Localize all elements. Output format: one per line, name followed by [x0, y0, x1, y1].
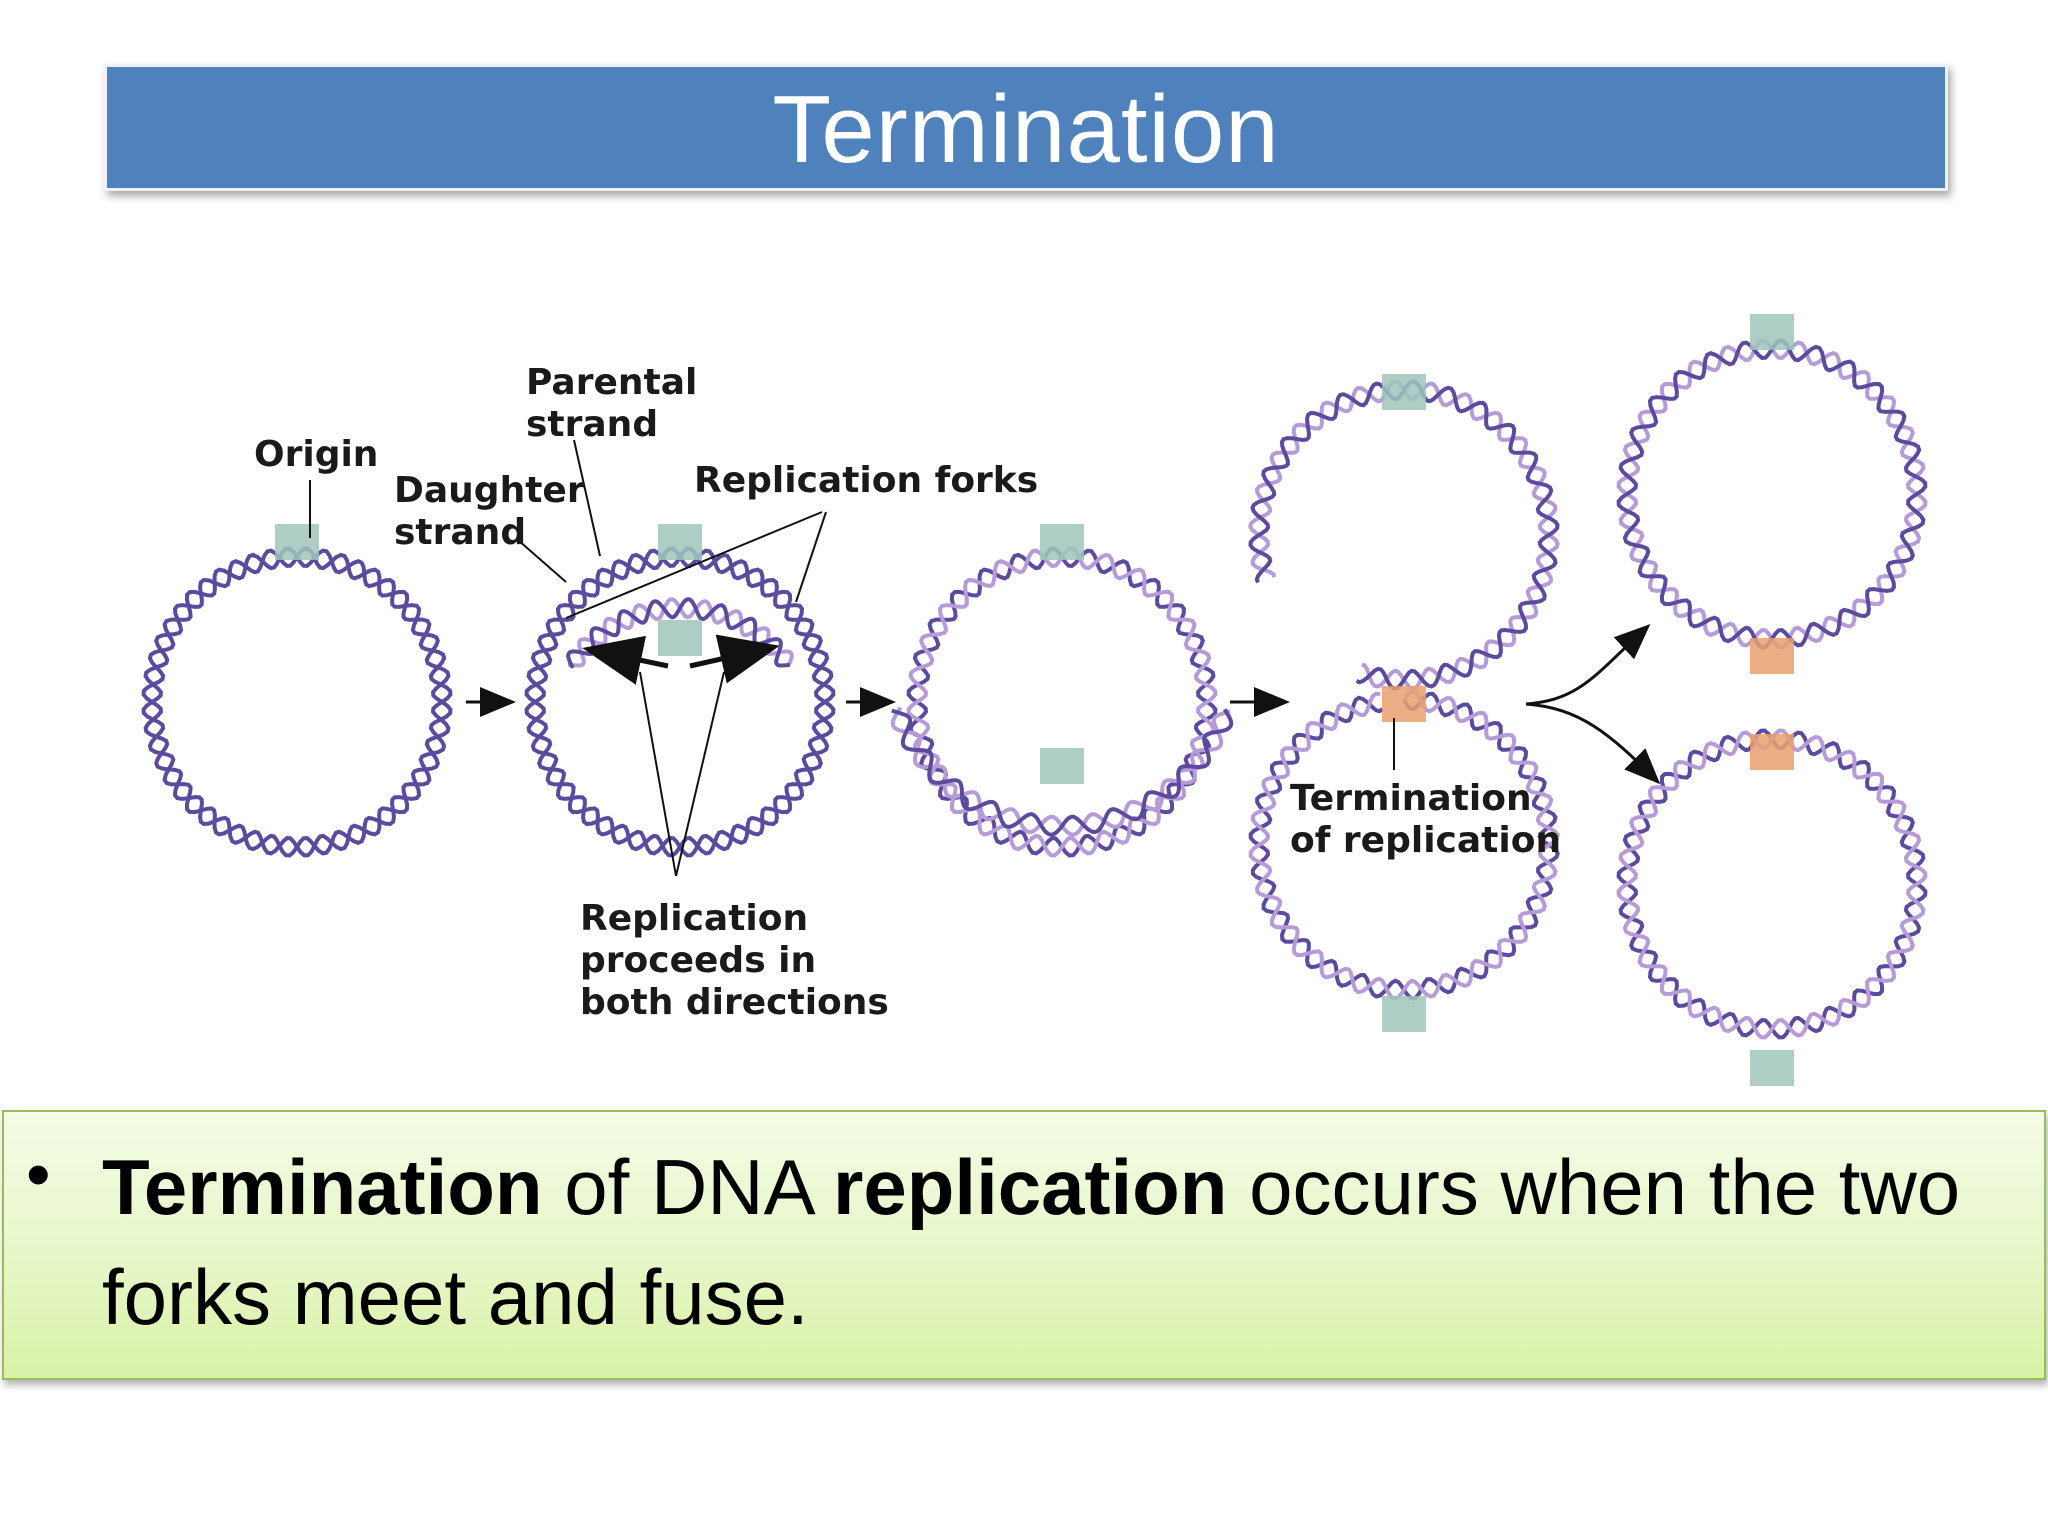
terminus-marker-4 — [1382, 686, 1426, 722]
bullet-text: Termination of DNA replication occurs wh… — [102, 1132, 2002, 1352]
site-markers — [275, 314, 1794, 1086]
label-proceeds-1: Replication — [580, 898, 808, 939]
circle-4-top-b — [1248, 379, 1560, 691]
label-parental-2: strand — [526, 404, 658, 445]
label-parental-1: Parental — [526, 362, 697, 403]
bubble-3-b — [891, 708, 1234, 837]
bullet-of-dna: of DNA — [542, 1143, 834, 1231]
leader-lines — [309, 439, 1395, 877]
fork-leader-right — [795, 511, 827, 603]
origin-marker-4b — [1382, 996, 1426, 1032]
origin-marker-5b — [1750, 1050, 1794, 1086]
label-proceeds-2: proceeds in — [580, 940, 816, 981]
label-origin: Origin — [254, 434, 378, 475]
label-replication-forks: Replication forks — [694, 460, 1038, 501]
slide-title: Termination — [772, 75, 1280, 183]
origin-marker-4a — [1382, 374, 1426, 410]
origin-marker-1 — [275, 524, 319, 560]
bullet-term-bold: Termination — [102, 1143, 543, 1231]
circle-5-bottom-b — [1616, 728, 1928, 1040]
origin-marker-2b — [658, 620, 702, 656]
bullet-rest: occurs when the two forks meet and fuse. — [102, 1143, 1961, 1341]
proceeds-leader-1 — [639, 671, 677, 877]
origin-marker-3b — [1040, 748, 1084, 784]
split-arrow-up — [1525, 623, 1651, 706]
circle-2-b — [524, 546, 836, 858]
daughter-leader — [517, 539, 567, 583]
label-daughter-2: strand — [394, 512, 526, 553]
label-proceeds-3: both directions — [580, 982, 889, 1023]
terminus-marker-5a — [1750, 638, 1794, 674]
circle-3-b — [906, 546, 1218, 858]
terminus-marker-5b — [1750, 734, 1794, 770]
parental-leader — [573, 439, 601, 557]
diagram-svg: Origin Parental strand Daughter strand R… — [141, 314, 1928, 1086]
replication-diagram: Origin Parental strand Daughter strand R… — [0, 270, 2048, 1110]
circle-4-bottom-b — [1248, 689, 1560, 1001]
circle-1-b — [141, 546, 453, 858]
circle-4-top-a — [1248, 379, 1560, 691]
origin-marker-3a — [1040, 524, 1084, 560]
title-bar: Termination — [104, 64, 1948, 191]
direction-arrows — [582, 634, 780, 685]
circle-5-top-b — [1616, 338, 1928, 650]
process-arrows — [466, 623, 1661, 785]
proceeds-leader-2 — [675, 671, 725, 877]
label-daughter-1: Daughter — [394, 470, 585, 511]
label-termination-1: Termination — [1290, 778, 1532, 819]
direction-arrow-right — [689, 634, 780, 684]
origin-marker-2a — [658, 524, 702, 560]
fork-leader-left — [565, 511, 823, 619]
origin-marker-5a — [1750, 314, 1794, 350]
bullet-dot: • — [26, 1135, 51, 1213]
direction-arrow-left — [582, 635, 669, 685]
bullet-box: • Termination of DNA replication occurs … — [2, 1110, 2046, 1380]
bullet-replication-bold: replication — [833, 1143, 1228, 1231]
dna-strands — [141, 338, 1928, 1040]
split-arrow-down — [1525, 702, 1661, 785]
label-termination-2: of replication — [1290, 820, 1561, 861]
